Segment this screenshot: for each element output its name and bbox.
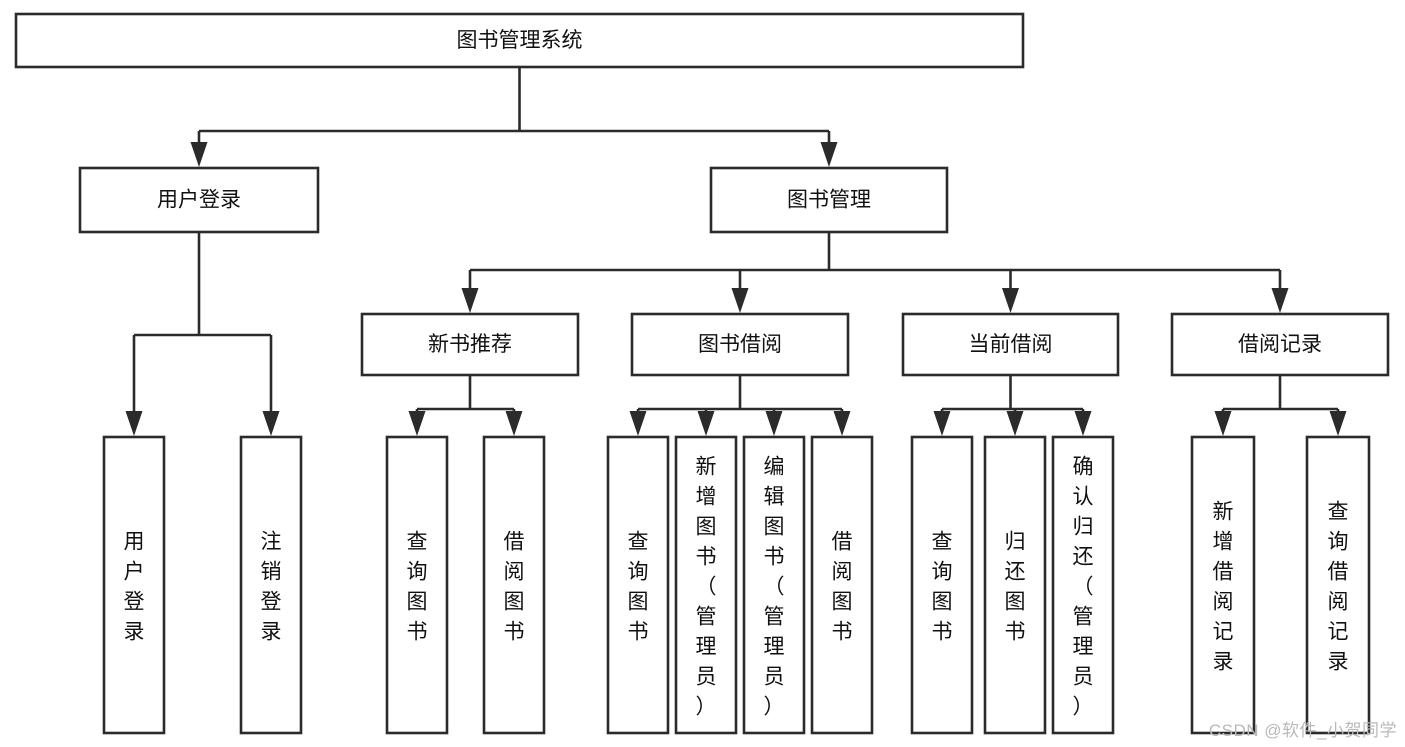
node-label: 查询图书 [628, 530, 649, 643]
node-label: 图书借阅 [698, 333, 782, 356]
arrow-head-icon [1006, 411, 1024, 436]
connector-group-user-login [125, 232, 280, 436]
arrow-head-icon [697, 411, 715, 436]
node-box[interactable] [482, 435, 546, 735]
arrow-head-icon [505, 411, 523, 436]
arrow-head-icon [820, 142, 838, 167]
node-leaf-borrow-add[interactable]: 新增图书（管理员） [674, 435, 738, 735]
node-label: 借阅图书 [832, 530, 853, 643]
node-book-manage[interactable]: 图书管理 [709, 166, 949, 234]
node-box[interactable] [102, 435, 166, 735]
node-label: 借阅记录 [1238, 333, 1322, 356]
node-box[interactable] [742, 435, 806, 735]
node-box[interactable] [1190, 435, 1256, 735]
node-label: 归还图书 [1005, 530, 1026, 643]
node-label: 注销登录 [261, 530, 282, 643]
node-label: 新增图书（管理员） [696, 455, 717, 718]
node-label: 借阅图书 [504, 530, 525, 643]
node-label: 确认归还（管理员） [1073, 455, 1094, 718]
node-label: 新增借阅记录 [1213, 500, 1234, 673]
node-leaf-current-query[interactable]: 查询图书 [910, 435, 974, 735]
arrow-head-icon [833, 411, 851, 436]
node-label: 查询借阅记录 [1328, 500, 1349, 673]
node-leaf-recommend-borrow[interactable]: 借阅图书 [482, 435, 546, 735]
arrow-head-icon [461, 288, 479, 313]
connector-group-root [190, 67, 838, 167]
arrow-head-icon [1329, 411, 1347, 436]
node-box[interactable] [1305, 435, 1371, 735]
arrow-head-icon [731, 288, 749, 313]
node-root[interactable]: 图书管理系统 [14, 12, 1025, 69]
arrow-head-icon [629, 411, 647, 436]
arrow-head-icon [1074, 411, 1092, 436]
node-label: 当前借阅 [969, 333, 1053, 356]
arrow-head-icon [1002, 288, 1019, 313]
node-label: 图书管理系统 [457, 29, 583, 52]
arrow-head-icon [1214, 411, 1232, 436]
arrow-head-icon [933, 411, 951, 436]
arrow-head-icon [190, 142, 208, 167]
node-borrow-record[interactable]: 借阅记录 [1170, 312, 1390, 377]
node-box[interactable] [1170, 312, 1390, 377]
node-user-login[interactable]: 用户登录 [78, 166, 320, 234]
connector-layer [125, 67, 1347, 436]
node-leaf-record-add[interactable]: 新增借阅记录 [1190, 435, 1256, 735]
node-box[interactable] [239, 435, 303, 735]
node-label: 用户登录 [124, 530, 145, 643]
arrow-head-icon [765, 411, 783, 436]
node-leaf-record-query[interactable]: 查询借阅记录 [1305, 435, 1371, 735]
node-box[interactable] [810, 435, 874, 735]
connector-group-current-borrow [933, 375, 1092, 436]
node-box[interactable] [674, 435, 738, 735]
node-leaf-current-confirm[interactable]: 确认归还（管理员） [1051, 435, 1115, 735]
node-leaf-user-logout[interactable]: 注销登录 [239, 435, 303, 735]
node-leaf-current-return[interactable]: 归还图书 [983, 435, 1047, 735]
arrow-head-icon [262, 411, 280, 436]
node-leaf-borrow-lend[interactable]: 借阅图书 [810, 435, 874, 735]
node-box[interactable] [14, 12, 1025, 69]
arrow-head-icon [408, 411, 426, 436]
node-box[interactable] [901, 312, 1120, 377]
arrow-head-icon [125, 411, 143, 436]
node-leaf-user-login[interactable]: 用户登录 [102, 435, 166, 735]
connector-group-book-borrow [629, 375, 851, 436]
node-label: 图书管理 [787, 189, 871, 212]
node-new-book-recommend[interactable]: 新书推荐 [360, 312, 580, 377]
node-layer: 图书管理系统用户登录图书管理新书推荐图书借阅当前借阅借阅记录用户登录注销登录查询… [14, 12, 1390, 735]
connector-group-borrow-record [1214, 375, 1347, 436]
node-current-borrow[interactable]: 当前借阅 [901, 312, 1120, 377]
node-box[interactable] [709, 166, 949, 234]
node-leaf-borrow-edit[interactable]: 编辑图书（管理员） [742, 435, 806, 735]
node-box[interactable] [78, 166, 320, 234]
connector-group-book-manage [461, 232, 1289, 313]
connector-group-new-book-recommend [408, 375, 523, 436]
arrow-head-icon [1271, 288, 1289, 313]
node-label: 用户登录 [157, 189, 241, 212]
node-box[interactable] [360, 312, 580, 377]
node-label: 查询图书 [932, 530, 953, 643]
node-box[interactable] [910, 435, 974, 735]
node-box[interactable] [606, 435, 670, 735]
node-box[interactable] [983, 435, 1047, 735]
node-label: 查询图书 [407, 530, 428, 643]
node-label: 新书推荐 [428, 333, 512, 356]
node-box[interactable] [630, 312, 850, 377]
node-book-borrow[interactable]: 图书借阅 [630, 312, 850, 377]
node-leaf-borrow-query[interactable]: 查询图书 [606, 435, 670, 735]
node-box[interactable] [1051, 435, 1115, 735]
node-box[interactable] [385, 435, 449, 735]
node-leaf-recommend-query[interactable]: 查询图书 [385, 435, 449, 735]
node-label: 编辑图书（管理员） [764, 455, 785, 718]
